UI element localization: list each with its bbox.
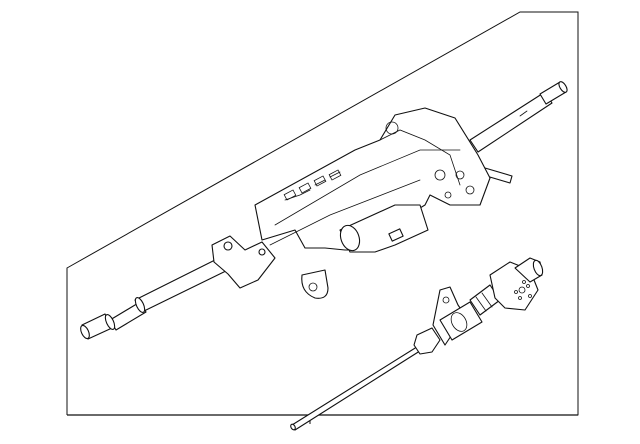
diagram-frame <box>66 11 579 416</box>
intermediate-shaft-cable-assembly <box>290 257 544 431</box>
steering-column-assembly <box>80 81 568 340</box>
